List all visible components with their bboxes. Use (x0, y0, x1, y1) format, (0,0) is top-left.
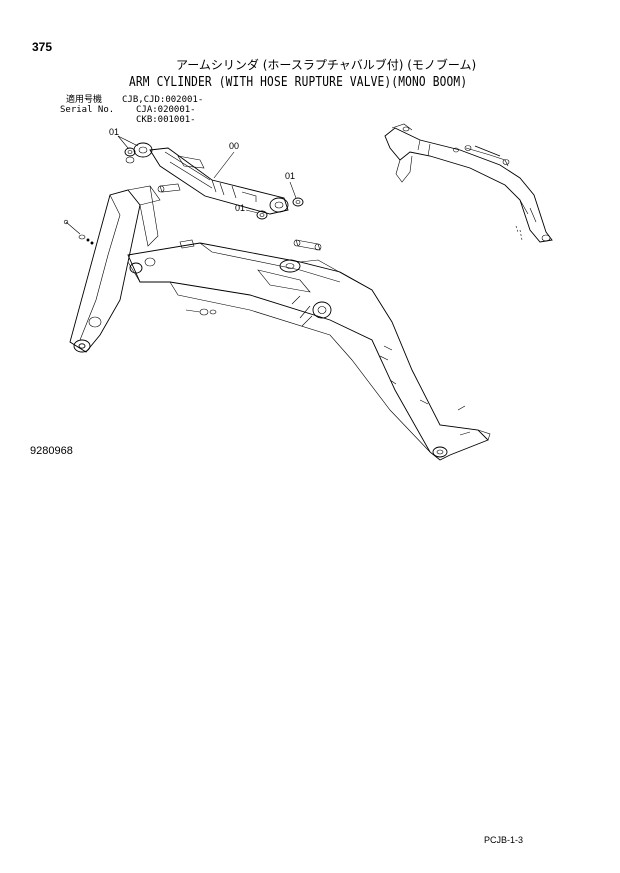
title-japanese: アームシリンダ (ホースラプチャバルブ付) (モノブーム) (176, 58, 477, 72)
callout-label: 01 (235, 203, 246, 213)
boom-drawing (63, 183, 491, 461)
callout-label: 01 (285, 171, 296, 181)
overview-drawing (384, 123, 553, 243)
page-code: PCJB-1-3 (484, 835, 524, 845)
serial-entry: CKB:001001- (136, 115, 196, 125)
page-number: 375 (32, 40, 53, 54)
serial-label-japanese: 適用号機 (66, 95, 103, 105)
bushing-parts (124, 147, 304, 220)
diagram-number: 9280968 (30, 445, 73, 457)
serial-label-english: Serial No. (60, 105, 115, 115)
callout-label: 01 (109, 127, 120, 137)
title-english: ARM CYLINDER (WITH HOSE RUPTURE VALVE)(M… (129, 75, 468, 90)
serial-entry: CJB,CJD:002001- (122, 95, 204, 105)
serial-entry: CJA:020001- (136, 105, 196, 115)
arm-cylinder-part (133, 142, 289, 215)
leader-lines (117, 135, 297, 214)
callout-label: 00 (229, 141, 240, 151)
